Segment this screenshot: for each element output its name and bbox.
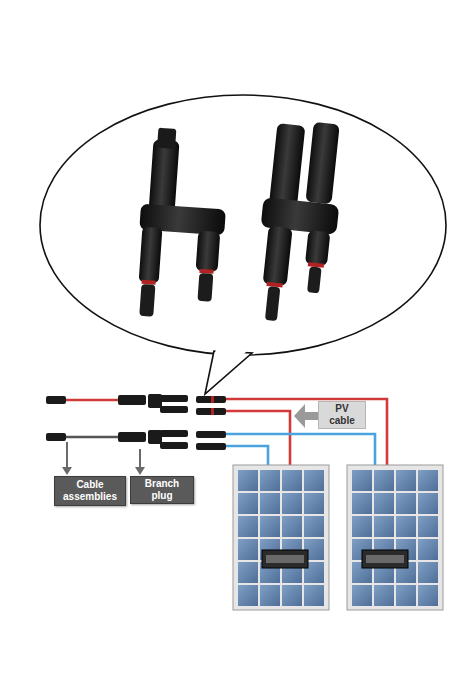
- branch-connector-photo: [133, 118, 347, 327]
- solar-panel: [233, 465, 443, 610]
- solar-cell: [418, 562, 438, 583]
- solar-cell: [304, 470, 324, 491]
- solar-cell: [352, 493, 372, 514]
- solar-cell: [352, 585, 372, 606]
- solar-cell: [418, 493, 438, 514]
- junction-box: [262, 550, 408, 568]
- solar-cell: [238, 470, 258, 491]
- solar-cell: [304, 516, 324, 537]
- solar-cell: [396, 470, 416, 491]
- pointer-arrows: [62, 404, 318, 475]
- speech-bubble: [40, 95, 446, 394]
- solar-cell: [282, 585, 302, 606]
- solar-cell: [374, 493, 394, 514]
- solar-cell: [238, 539, 258, 560]
- solar-cell: [352, 516, 372, 537]
- solar-cell: [260, 493, 280, 514]
- solar-cell: [374, 516, 394, 537]
- solar-cell: [260, 585, 280, 606]
- solar-cell: [260, 516, 280, 537]
- solar-cell: [374, 585, 394, 606]
- mc4-connectors: [46, 394, 226, 450]
- solar-cell: [374, 470, 394, 491]
- solar-cell: [238, 516, 258, 537]
- label-text: Branch plug: [131, 477, 193, 503]
- solar-cell: [260, 470, 280, 491]
- label-text: PV cable: [319, 402, 365, 428]
- solar-cell: [238, 493, 258, 514]
- callout-label: Cable assemblies: [54, 476, 126, 506]
- solar-cell: [304, 493, 324, 514]
- solar-cell: [352, 470, 372, 491]
- solar-cell: [418, 516, 438, 537]
- solar-cell: [396, 585, 416, 606]
- callout-label: PV cable: [318, 401, 366, 429]
- solar-cell: [282, 470, 302, 491]
- label-text: Cable assemblies: [55, 478, 125, 504]
- solar-cell: [238, 585, 258, 606]
- solar-cell: [396, 516, 416, 537]
- solar-cell: [418, 585, 438, 606]
- solar-cell: [282, 516, 302, 537]
- solar-cell: [238, 562, 258, 583]
- solar-cell: [396, 493, 416, 514]
- solar-cells: [238, 470, 438, 606]
- solar-cell: [418, 470, 438, 491]
- solar-cell: [418, 539, 438, 560]
- solar-cell: [304, 585, 324, 606]
- callout-label: Branch plug: [130, 476, 194, 504]
- solar-cell: [282, 493, 302, 514]
